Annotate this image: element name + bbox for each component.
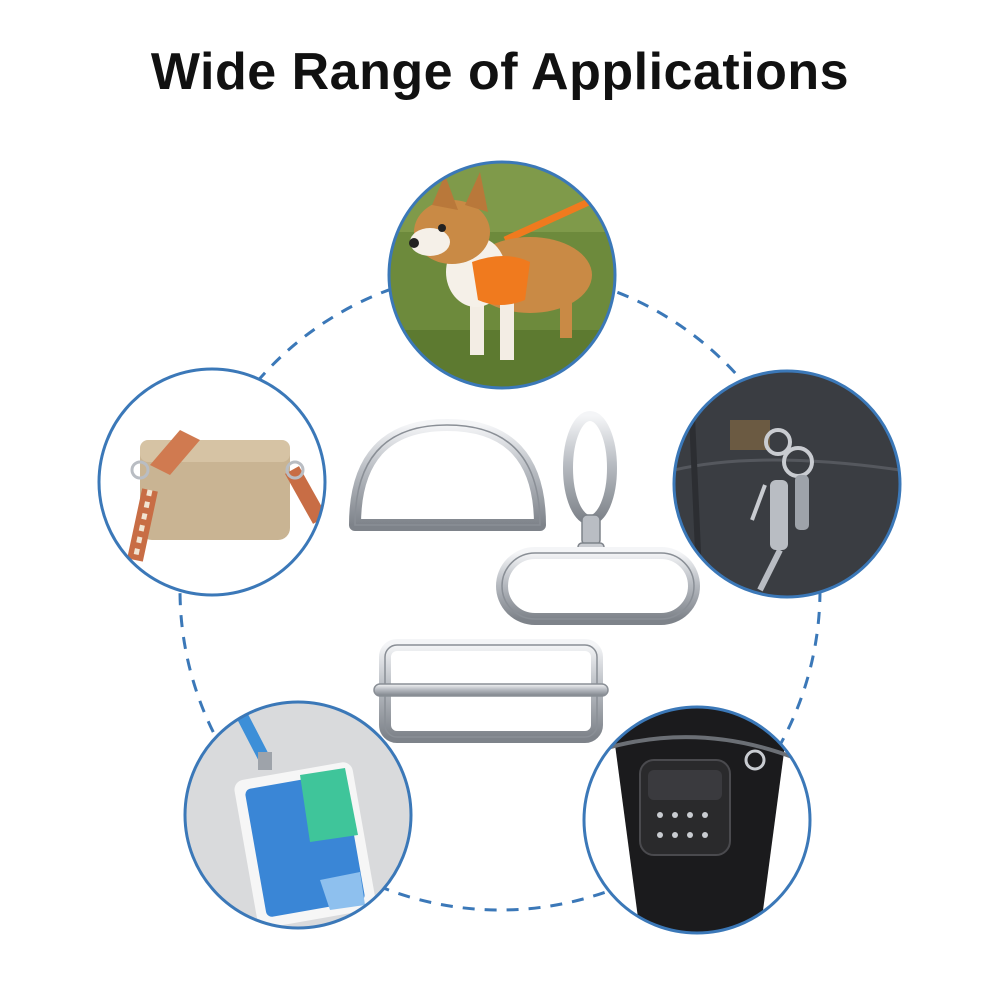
application-dog-harness [387, 160, 617, 390]
badge-icon [234, 762, 376, 928]
dog-icon [409, 172, 592, 360]
application-leg-bag [582, 705, 812, 935]
snap-hook-icon [496, 411, 700, 625]
purse-icon [127, 430, 325, 562]
application-crossbody-bag [97, 367, 327, 597]
page-title: Wide Range of Applications [150, 43, 850, 101]
application-lanyard-card [183, 700, 413, 930]
product-slide-buckle [373, 639, 609, 743]
d-ring-icon [349, 419, 546, 531]
key-icon [750, 428, 814, 592]
slide-buckle-icon [373, 639, 609, 743]
product-d-ring [349, 419, 546, 531]
application-denim-keys [672, 369, 902, 599]
bag-icon [639, 749, 766, 856]
product-snap-hook [496, 411, 700, 625]
